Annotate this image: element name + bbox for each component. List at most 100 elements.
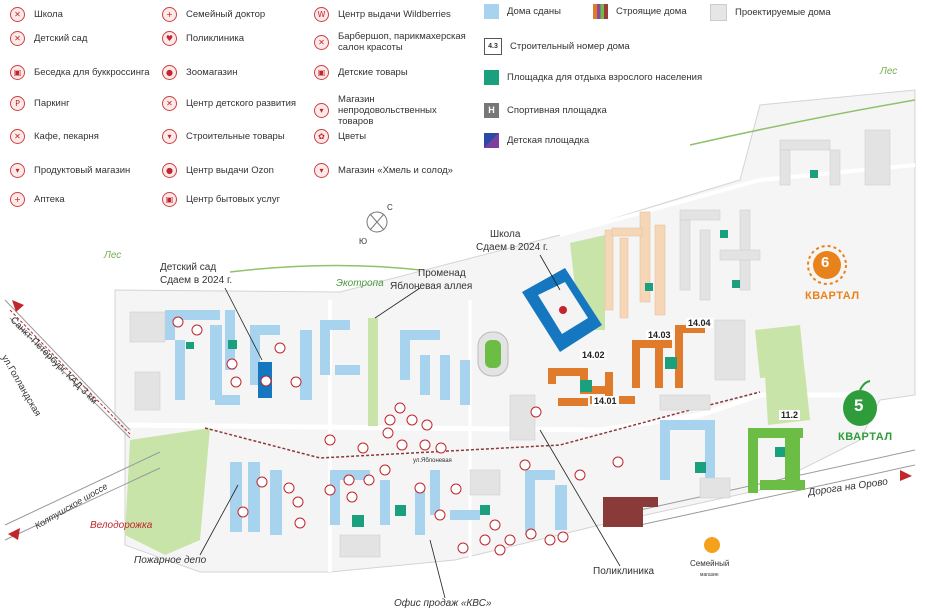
- promenade-label-2: Яблоневая аллея: [390, 281, 473, 292]
- delivered-houses: [165, 310, 715, 535]
- kindergarten-label-2: Сдаем в 2024 г.: [160, 275, 233, 286]
- building-number: 14.03: [646, 330, 673, 340]
- fire-depot-label: Пожарное депо: [134, 555, 207, 566]
- quarter-5-number: 5: [854, 396, 864, 415]
- parking-icon: P: [10, 95, 25, 111]
- bookcrossing-gazebo-icon: ▣: [10, 64, 25, 80]
- legend-delivered: Дома сданы: [484, 4, 561, 19]
- legend-cafe: ✕Кафе, пекарня: [10, 127, 99, 145]
- legend-ozon: ●Центр выдачи Ozon: [162, 161, 274, 179]
- building-number: 14.04: [686, 318, 713, 328]
- quarter-5-label: КВАРТАЛ: [838, 431, 893, 443]
- school-icon: ✕: [10, 6, 25, 22]
- legend-family-doctor: +Семейный доктор: [162, 5, 265, 23]
- construction-swatch: [593, 4, 608, 19]
- legend-building-goods: ▾Строительные товары: [162, 127, 285, 145]
- playgrounds: [186, 170, 818, 527]
- legend-grocery: ▾Продуктовый магазин: [10, 161, 130, 179]
- quarter-6-logo: [807, 245, 847, 285]
- street-label: ул.Яблоневая: [413, 458, 452, 464]
- school-label-1: Школа: [490, 229, 521, 240]
- household-services-icon: ▣: [162, 191, 177, 207]
- compass-north: С: [387, 203, 393, 212]
- flowers-icon: ✿: [314, 128, 329, 144]
- quarter-5-logo: [843, 380, 877, 426]
- build-number-badge: 4.3: [484, 38, 502, 55]
- map-poi-markers: [172, 316, 624, 556]
- legend-adult-rest: Площадка для отдыха взрослого населения: [484, 70, 702, 85]
- legend-barbershop: ✕Барбершоп, парикмахерская салон красоты: [314, 28, 478, 56]
- legend-beer: ▾Магазин «Хмель и солод»: [314, 161, 453, 179]
- construction-beige: [604, 211, 666, 319]
- building-number: 14.01: [592, 396, 619, 406]
- school-label-2: Сдаем в 2024 г.: [476, 242, 549, 253]
- sport-ground-icon: H: [484, 103, 499, 118]
- legend-school: ✕Школа: [10, 5, 63, 23]
- kindergarten-label-1: Детский сад: [160, 262, 217, 273]
- legend-nonfood: ▾Магазин непродовольственных товаров: [314, 94, 448, 127]
- legend-construction: Строящие дома: [593, 4, 687, 19]
- legend-household: ▣Центр бытовых услуг: [162, 190, 280, 208]
- forest-left-label: Лес: [104, 250, 122, 261]
- stadium: [477, 331, 509, 377]
- sales-office-label: Офис продаж «КВС»: [394, 598, 492, 609]
- promenade-strip: [368, 318, 378, 426]
- legend-planned: Проектируемые дома: [710, 4, 831, 21]
- pet-shop-icon: ●: [162, 64, 177, 80]
- poi-legend: ✕Школа ✕Детский сад ▣Беседка для буккрос…: [0, 0, 470, 215]
- beer-store-icon: ▾: [314, 162, 329, 178]
- ozon-pickup-icon: ●: [162, 162, 177, 178]
- legend-clinic: ♥Поликлиника: [162, 29, 244, 47]
- construction-green: [748, 428, 805, 493]
- velodrome-label: Велодорожка: [90, 520, 153, 531]
- child-development-icon: ✕: [162, 95, 177, 111]
- nonfood-store-icon: ▾: [314, 102, 329, 118]
- family-doctor-icon: +: [162, 6, 177, 22]
- school-building: [522, 268, 602, 352]
- planned-swatch: [710, 4, 727, 21]
- adult-rest-swatch: [484, 70, 499, 85]
- kids-playground-swatch: [484, 133, 499, 148]
- polyclinic-label: Поликлиника: [593, 566, 655, 577]
- legend-pharmacy: +Аптека: [10, 190, 65, 208]
- legend-bookcrossing: ▣Беседка для буккроссинга: [10, 63, 150, 81]
- building-number: 11.2: [779, 410, 801, 420]
- forest-top-label: Лес: [880, 66, 898, 77]
- legend-flowers: ✿Цветы: [314, 127, 366, 145]
- legend-pet-shop: ●Зоомагазин: [162, 63, 237, 81]
- delivered-swatch: [484, 4, 499, 19]
- park-west: [125, 428, 210, 555]
- park-east-1: [755, 325, 805, 378]
- wildberries-pickup-icon: W: [314, 6, 329, 22]
- construction-brown: [603, 497, 658, 527]
- semeyny-label-2: магазин: [700, 572, 719, 578]
- semeyny-label-1: Семейный: [690, 559, 730, 568]
- kids-goods-icon: ▣: [314, 64, 329, 80]
- planned-houses: [129, 129, 891, 558]
- legend-kindergarten: ✕Детский сад: [10, 29, 87, 47]
- quarter-6-number: 6: [821, 254, 830, 271]
- compass-south: Ю: [359, 237, 368, 246]
- pharmacy-icon: +: [10, 191, 25, 207]
- promenade-label-1: Променад: [418, 268, 466, 279]
- ecotrail-label: Экотропа: [336, 278, 384, 289]
- building-number: 14.02: [580, 350, 607, 360]
- roads: [4, 299, 916, 541]
- legend-child-dev: ✕Центр детского развития: [162, 94, 296, 112]
- kindergarten-icon: ✕: [10, 30, 25, 46]
- grocery-icon: ▾: [10, 162, 25, 178]
- clinic-icon: ♥: [162, 30, 177, 46]
- legend-kids-goods: ▣Детские товары: [314, 63, 408, 81]
- building-goods-icon: ▾: [162, 128, 177, 144]
- quarter-6-label: КВАРТАЛ: [805, 290, 860, 302]
- semeyny-logo: [704, 537, 720, 553]
- legend-kids-playground: Детская площадка: [484, 133, 589, 148]
- barbershop-icon: ✕: [314, 34, 329, 50]
- cafe-icon: ✕: [10, 128, 25, 144]
- compass: [366, 211, 388, 233]
